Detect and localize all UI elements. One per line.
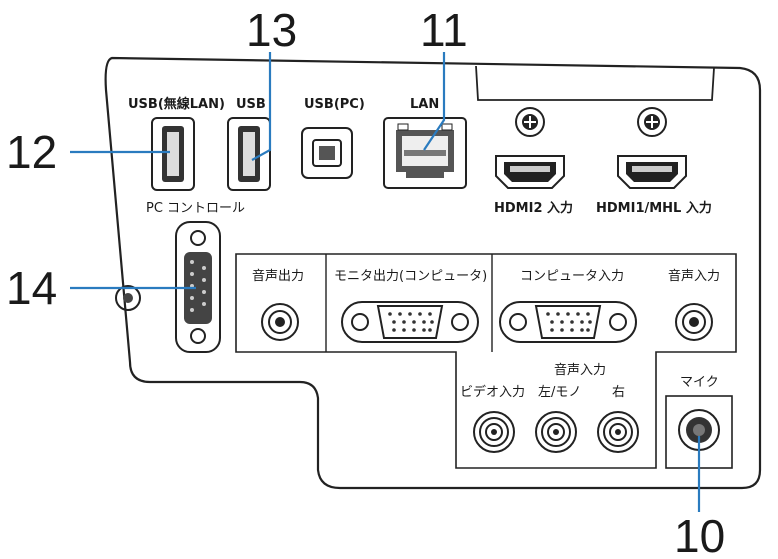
callout-number-10: 10 <box>674 510 725 559</box>
label-video-in: ビデオ入力 <box>460 384 525 400</box>
usb-pc-port <box>301 127 353 179</box>
computer-in-vga-port <box>499 301 637 343</box>
usb-wireless-lan-port <box>151 117 195 191</box>
mount-screw-icon <box>115 285 141 311</box>
audio-out-jack <box>261 303 299 341</box>
usb-port <box>227 117 271 191</box>
audio-in-jack <box>675 303 713 341</box>
label-hdmi1-mhl-in: HDMI1/MHL 入力 <box>596 200 712 216</box>
label-usb-wireless-lan: USB(無線LAN) <box>128 96 225 112</box>
screw-left-icon <box>515 107 545 137</box>
label-computer-in: コンピュータ入力 <box>520 269 624 284</box>
audio-left-mono-rca-jack <box>535 411 577 453</box>
audio-right-rca-jack <box>597 411 639 453</box>
callout-number-11: 11 <box>420 4 468 56</box>
callout-number-13: 13 <box>246 4 297 56</box>
label-monitor-out: モニタ出力(コンピュータ) <box>334 269 487 284</box>
label-mic: マイク <box>680 375 719 390</box>
hdmi-recess <box>475 65 715 101</box>
callout-line-11 <box>423 52 446 151</box>
av-panel-outline <box>235 253 737 469</box>
monitor-out-vga-port <box>341 301 479 343</box>
hdmi1-mhl-port <box>617 155 687 189</box>
callout-number-14: 14 <box>6 262 57 314</box>
label-usb: USB <box>236 97 266 112</box>
label-audio-in-lr: 音声入力 <box>554 362 606 378</box>
label-usb-pc: USB(PC) <box>304 97 365 112</box>
lan-port <box>383 117 467 189</box>
label-lan: LAN <box>410 97 439 112</box>
label-right: 右 <box>612 385 625 400</box>
callout-line-13 <box>251 52 272 161</box>
label-audio-out: 音声出力 <box>252 268 304 284</box>
hdmi2-port <box>495 155 565 189</box>
label-hdmi2-in: HDMI2 入力 <box>494 200 573 216</box>
mic-jack <box>678 409 720 451</box>
callout-number-12: 12 <box>6 126 57 178</box>
panel-outline <box>104 56 762 490</box>
video-in-rca-jack <box>473 411 515 453</box>
label-left-mono: 左/モノ <box>538 385 581 400</box>
label-pc-control: PC コントロール <box>146 201 245 216</box>
label-audio-in: 音声入力 <box>668 268 720 284</box>
screw-right-icon <box>637 107 667 137</box>
